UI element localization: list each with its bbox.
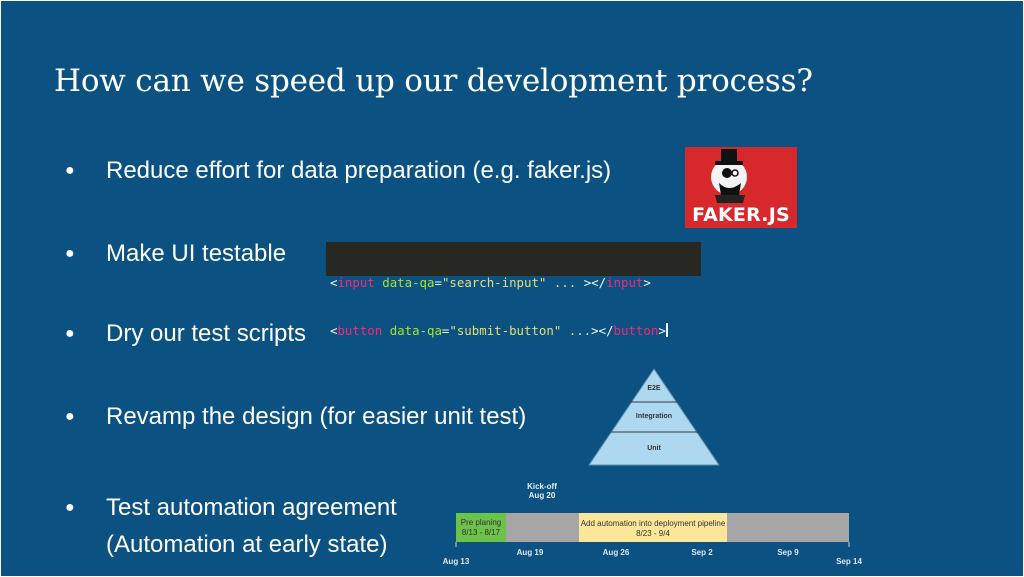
code-snippet: <input data-qa="search-input" ... ></inp…	[326, 242, 701, 338]
code-line: <input data-qa="search-input" ... ></inp…	[330, 275, 701, 291]
code-token: input	[337, 275, 375, 290]
pyramid-level-integration: Integration	[636, 413, 672, 420]
code-token: =	[441, 323, 450, 338]
task-dates: 8/13 - 8/17	[462, 528, 501, 537]
axis-label: Sep 14	[836, 557, 862, 566]
bullet-dot-icon: ●	[65, 499, 75, 516]
code-token: =	[434, 275, 442, 290]
code-token: >	[658, 323, 666, 338]
code-token: ></	[576, 275, 607, 290]
text-cursor-icon	[665, 323, 668, 337]
task-bar-pre-planing	[456, 513, 506, 542]
code-token: "submit-button"	[449, 323, 562, 338]
project-timeline: Kick-off Aug 20 Pre planing 8/13 - 8/17 …	[441, 481, 871, 576]
code-token: ...	[553, 275, 577, 290]
code-token	[561, 323, 568, 338]
code-token: "search-input"	[441, 275, 547, 290]
pyramid-shape	[588, 368, 720, 466]
axis-label: Sep 9	[777, 548, 799, 557]
kickoff-label: Kick-off	[527, 482, 557, 491]
code-token	[382, 323, 389, 338]
test-pyramid: E2E Integration Unit	[587, 368, 721, 471]
bullet-dot-icon: ●	[65, 325, 75, 342]
code-token: data-qa	[382, 275, 435, 290]
faker-js-logo: FAKER.JS	[685, 147, 797, 228]
slide-title: How can we speed up our development proc…	[54, 63, 813, 99]
axis-label: Sep 2	[691, 548, 713, 557]
code-line: <button data-qa="submit-button" ...></bu…	[330, 323, 701, 339]
axis-label: Aug 19	[517, 548, 544, 557]
faker-logo-text: FAKER.JS	[692, 204, 790, 226]
code-token: button	[337, 323, 383, 338]
code-token: >	[643, 275, 651, 290]
bullet-text: Reduce effort for data preparation (e.g.…	[106, 157, 612, 184]
code-token: ...	[568, 323, 592, 338]
bullet-text: (Automation at early state)	[106, 531, 388, 558]
task-bar-deployment-pipeline	[579, 513, 727, 542]
code-token: data-qa	[389, 323, 442, 338]
code-token: ></	[591, 323, 614, 338]
bullet-dot-icon: ●	[65, 245, 75, 262]
code-token	[546, 275, 553, 290]
axis-label: Aug 26	[603, 548, 630, 557]
code-token: <	[330, 275, 338, 290]
code-token: <	[330, 323, 338, 338]
task-dates: 8/23 - 9/4	[636, 529, 670, 538]
task-name: Pre planing	[461, 518, 501, 527]
timeline-chart: Kick-off Aug 20 Pre planing 8/13 - 8/17 …	[443, 482, 863, 566]
pyramid-level-unit: Unit	[647, 445, 661, 452]
kickoff-date: Aug 20	[529, 491, 556, 500]
task-name: Add automation into deployment pipeline	[581, 519, 726, 528]
bullet-dot-icon: ●	[65, 408, 75, 425]
pyramid-level-e2e: E2E	[647, 385, 661, 392]
bullet-dot-icon: ●	[65, 162, 75, 179]
test-pyramid-diagram: E2E Integration Unit	[588, 368, 720, 466]
bullet-text: Dry our test scripts	[106, 320, 307, 347]
code-token: button	[613, 323, 659, 338]
axis-label: Aug 13	[443, 557, 470, 566]
bullet-text: Test automation agreement	[106, 494, 397, 521]
bullet-text: Revamp the design (for easier unit test)	[106, 403, 527, 430]
code-token: input	[606, 275, 644, 290]
top-hat-man-icon	[711, 149, 747, 203]
bullet-text: Make UI testable	[106, 240, 287, 267]
